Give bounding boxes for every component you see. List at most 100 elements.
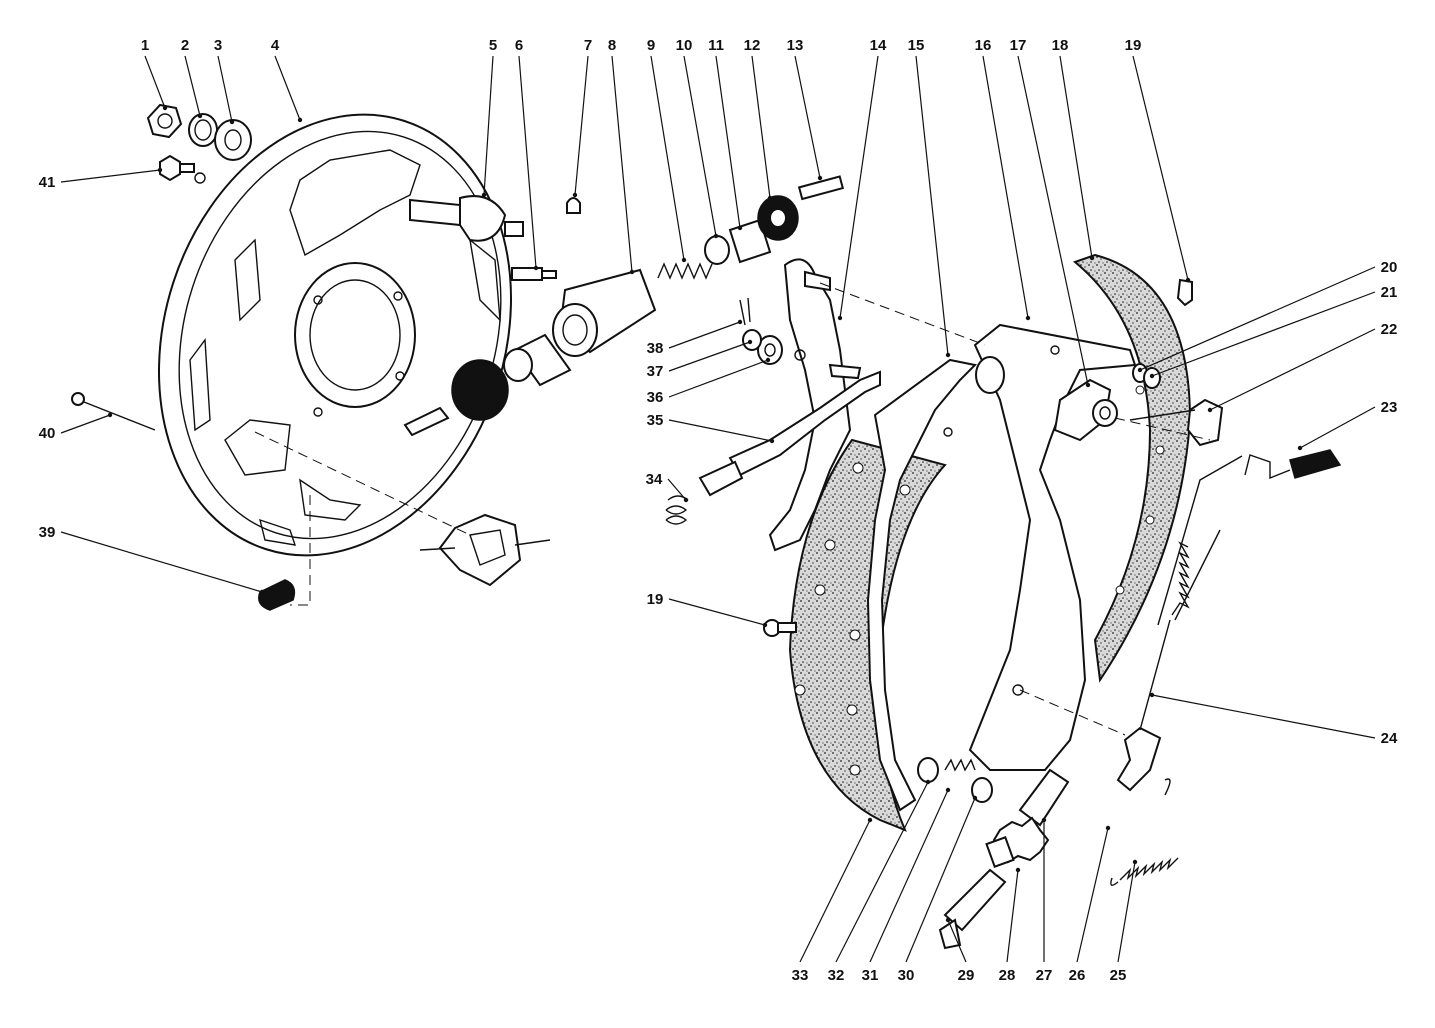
bleeder-screw-6 xyxy=(511,267,557,281)
guide-pin xyxy=(403,406,450,437)
leader-line-c16 xyxy=(982,55,1029,319)
leader-line-c33 xyxy=(799,819,871,963)
callout-label-c4: 4 xyxy=(271,37,280,54)
leader-dot-c21 xyxy=(1149,373,1155,379)
bleed-screw-small xyxy=(159,154,206,184)
spring-23 xyxy=(1244,449,1342,480)
leader-line-c23 xyxy=(1299,406,1376,449)
leader-dot-c41 xyxy=(157,167,163,173)
adjuster-cable-24 xyxy=(1116,619,1171,792)
leader-line-c14 xyxy=(839,55,879,319)
leader-dot-c34 xyxy=(683,497,689,503)
rivet-19-top xyxy=(1176,278,1193,307)
leader-dot-c20 xyxy=(1137,367,1143,373)
leader-line-c39 xyxy=(60,531,263,593)
callout-label-c20: 20 xyxy=(1381,259,1398,276)
clip-38 xyxy=(739,297,751,326)
callout-label-c30: 30 xyxy=(898,967,915,984)
leader-dot-c22 xyxy=(1207,407,1213,413)
leader-dot-c19a xyxy=(1185,277,1191,283)
callout-label-c3: 3 xyxy=(214,37,222,54)
callout-label-c40: 40 xyxy=(39,425,56,442)
leader-dot-c27 xyxy=(1041,817,1047,823)
callout-label-c1: 1 xyxy=(141,37,149,54)
leader-line-c29 xyxy=(947,919,967,963)
leader-line-c25 xyxy=(1117,861,1136,963)
spring-25 xyxy=(1110,778,1179,886)
cup-10 xyxy=(704,235,730,265)
leader-line-c8 xyxy=(611,55,633,273)
callout-label-c22: 22 xyxy=(1381,321,1398,338)
leader-dot-c17 xyxy=(1085,382,1091,388)
star-wheel-28 xyxy=(985,816,1050,868)
callout-label-c9: 9 xyxy=(647,37,655,54)
callout-label-c12: 12 xyxy=(744,37,761,54)
leader-line-c38 xyxy=(668,321,741,349)
washer-36-37 xyxy=(742,329,783,365)
leader-line-c4 xyxy=(274,55,301,121)
piston-11 xyxy=(728,218,772,264)
leader-dot-c10 xyxy=(713,233,719,239)
leader-line-c13 xyxy=(794,55,821,179)
leader-line-c7 xyxy=(574,55,589,196)
leader-line-c18 xyxy=(1059,55,1093,259)
leader-dot-c24 xyxy=(1149,692,1155,698)
leader-dot-c35 xyxy=(769,438,775,444)
leader-line-c36 xyxy=(668,359,769,398)
callout-label-c7: 7 xyxy=(584,37,592,54)
backing-plate xyxy=(158,113,512,557)
leader-dot-c32 xyxy=(925,779,931,785)
leader-dot-c30 xyxy=(972,795,978,801)
callout-label-c38: 38 xyxy=(647,340,664,357)
leader-line-c20 xyxy=(1139,266,1376,371)
leader-line-c21 xyxy=(1151,291,1376,377)
leader-dot-c19b xyxy=(762,622,768,628)
spring-9 xyxy=(657,262,713,280)
callout-label-c11: 11 xyxy=(708,37,724,54)
leader-dot-c1 xyxy=(162,105,168,111)
leader-line-c12 xyxy=(751,55,771,199)
callout-label-c26: 26 xyxy=(1069,967,1086,984)
rear-shoe-lining-18 xyxy=(1073,253,1192,683)
callout-label-c31: 31 xyxy=(862,967,879,984)
adjuster-lever-17 xyxy=(1053,378,1118,442)
leader-line-c5 xyxy=(483,55,494,196)
wheel-cylinder-8 xyxy=(552,268,657,357)
leader-dot-c5 xyxy=(481,192,487,198)
leader-dot-c8 xyxy=(629,269,635,275)
parking-lever xyxy=(768,258,852,552)
leader-dot-c38 xyxy=(737,319,743,325)
leader-dot-c25 xyxy=(1132,859,1138,865)
callout-label-c19b: 19 xyxy=(647,591,664,608)
leader-dot-c37 xyxy=(747,339,753,345)
callout-label-c10: 10 xyxy=(676,37,693,54)
leader-line-c30 xyxy=(905,797,976,963)
adjuster-cover-plate xyxy=(254,431,551,587)
leader-line-c28 xyxy=(1006,869,1019,963)
leader-dot-c26 xyxy=(1105,825,1111,831)
adjuster-socket-27 xyxy=(1018,768,1070,827)
springs-30-32 xyxy=(917,757,993,803)
callout-label-c17: 17 xyxy=(1010,37,1027,54)
leader-dot-c18 xyxy=(1089,255,1095,261)
leader-dot-c23 xyxy=(1297,445,1303,451)
leader-line-c11 xyxy=(715,55,741,229)
callout-label-c13: 13 xyxy=(787,37,804,54)
leader-dot-c16 xyxy=(1025,315,1031,321)
leader-line-c19b xyxy=(668,598,766,626)
callout-label-c34: 34 xyxy=(646,471,663,488)
piston-left xyxy=(503,333,572,387)
leader-dot-c13 xyxy=(817,175,823,181)
leader-dot-c7 xyxy=(572,192,578,198)
leader-line-c2 xyxy=(184,55,201,117)
leader-line-c1 xyxy=(144,55,166,109)
leader-dot-c33 xyxy=(867,817,873,823)
hold-down-pin xyxy=(71,392,156,431)
leader-dot-c36 xyxy=(765,357,771,363)
callout-label-c21: 21 xyxy=(1381,284,1398,301)
leader-dot-c11 xyxy=(737,225,743,231)
callout-label-c27: 27 xyxy=(1036,967,1053,984)
callout-label-c41: 41 xyxy=(39,174,56,191)
callout-label-c23: 23 xyxy=(1381,399,1398,416)
